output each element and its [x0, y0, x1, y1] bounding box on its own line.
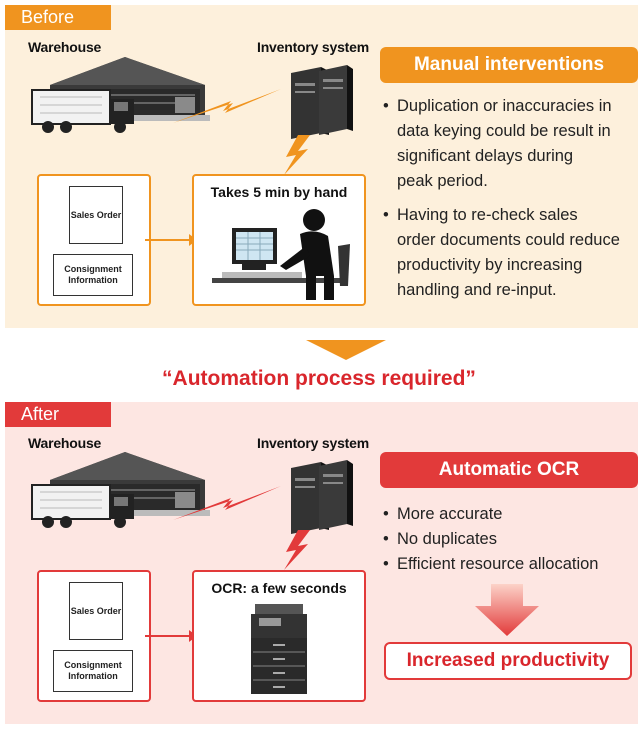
before-panel: Before Warehouse Inventory system Manual… [5, 5, 638, 328]
down-arrow-icon [475, 584, 539, 636]
documents-box: Sales Order Consignment Information [37, 174, 151, 306]
automatic-ocr-header: Automatic OCR [380, 452, 638, 488]
inventory-system-label: Inventory system [257, 39, 369, 55]
warehouse-label: Warehouse [28, 435, 102, 451]
bullet-item: No duplicates [383, 527, 638, 552]
documents-box: Sales Order Consignment Information [37, 570, 151, 702]
sales-order-document: Sales Order [69, 582, 123, 640]
computer-worker-icon [212, 209, 350, 300]
lightning-icon [173, 89, 281, 123]
after-tag: After [5, 402, 111, 427]
multifunction-printer-icon [251, 604, 307, 694]
lightning-icon [284, 530, 310, 570]
truck-icon [31, 89, 134, 133]
increased-productivity-box: Increased productivity [384, 642, 632, 680]
truck-icon [31, 484, 134, 528]
consignment-information-document: Consignment Information [53, 650, 133, 692]
after-bullets: More accurate No duplicates Efficient re… [383, 502, 638, 577]
manual-entry-box: Takes 5 min by hand [192, 174, 366, 306]
ocr-caption: OCR: a few seconds [211, 580, 347, 596]
server-icon [291, 65, 353, 139]
inventory-system-label: Inventory system [257, 435, 369, 451]
after-panel: After Warehouse Inventory system Automat… [5, 402, 638, 724]
bullet-item: Efficient resource allocation [383, 552, 638, 577]
consignment-information-document: Consignment Information [53, 254, 133, 296]
warehouse-label: Warehouse [28, 39, 102, 55]
server-icon [291, 460, 353, 534]
arrow-icon [145, 234, 197, 246]
sales-order-document: Sales Order [69, 186, 123, 244]
ocr-box: OCR: a few seconds [192, 570, 366, 702]
manual-entry-caption: Takes 5 min by hand [210, 184, 348, 200]
lightning-icon [173, 486, 281, 520]
lightning-icon [284, 135, 310, 175]
before-tag: Before [5, 5, 111, 30]
arrow-icon [145, 630, 197, 642]
automation-statement: “Automation process required” [162, 367, 476, 390]
manual-interventions-header: Manual interventions [380, 47, 638, 83]
bullet-item: More accurate [383, 502, 638, 527]
down-arrow-icon [306, 340, 386, 360]
